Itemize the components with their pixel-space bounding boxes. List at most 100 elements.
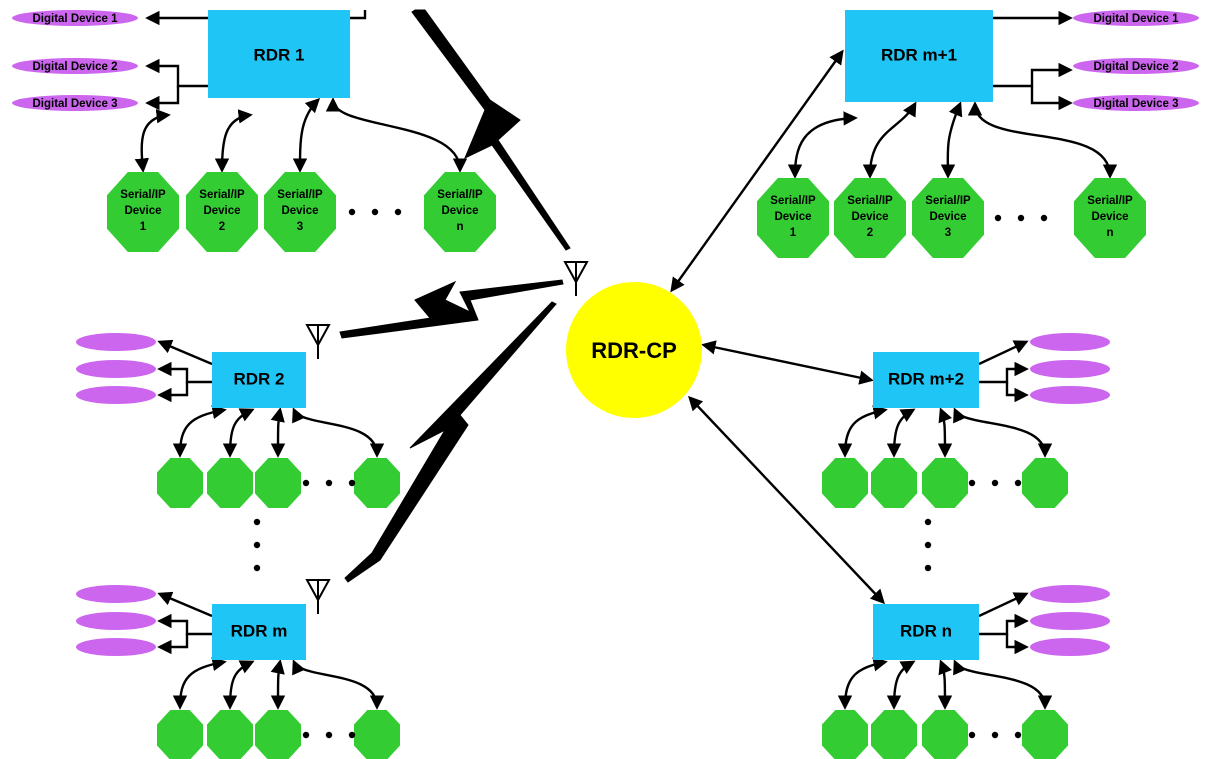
serial-device-label-line3: 3 [297, 221, 303, 233]
lightning-bolt-icon [344, 301, 557, 583]
serial-device-label-line3: 3 [945, 227, 951, 239]
digital-device [1030, 386, 1110, 404]
vertical-ellipsis [924, 518, 932, 572]
ellipsis-dot [1014, 479, 1022, 487]
ellipsis-dot [994, 214, 1002, 222]
ellipsis-dot [1017, 214, 1025, 222]
ellipsis-dots [348, 208, 402, 216]
rdr-2-box [212, 352, 306, 408]
ellipsis-dot [968, 479, 976, 487]
ellipsis-dots [968, 731, 1022, 739]
digital-link-3 [1005, 382, 1029, 403]
ellipsis-dot [325, 479, 333, 487]
digital-device [12, 58, 138, 74]
serial-ip-device [157, 710, 203, 759]
rdr-m-label: RDR m [231, 621, 288, 640]
ellipsis-dot [302, 731, 310, 739]
serial-link-2 [214, 109, 253, 173]
lightning-bolt-icon [414, 280, 472, 319]
serial-device-label-line1: Serial/IP [770, 195, 816, 207]
ellipsis-dot [348, 479, 356, 487]
serial-link-1 [837, 405, 888, 458]
wired-link-rdr-n [688, 395, 885, 605]
ellipsis-dot [968, 731, 976, 739]
digital-device [76, 612, 156, 630]
digital-link-2 [157, 361, 212, 384]
serial-device-label-line1: Serial/IP [277, 189, 323, 201]
serial-link-3 [270, 407, 286, 458]
serial-link-1 [172, 656, 227, 710]
ellipsis-dot [924, 541, 932, 549]
rdr-n-box [873, 604, 979, 660]
serial-link-n [953, 407, 1053, 458]
serial-device-label-line1: Serial/IP [925, 195, 971, 207]
serial-link-3 [937, 659, 953, 710]
serial-device-label-line3: 2 [219, 221, 225, 233]
serial-device-label-line2: Device [774, 211, 811, 223]
serial-link-2 [886, 408, 916, 458]
digital-device-label: Digital Device 3 [32, 98, 117, 110]
ellipsis-dots [968, 479, 1022, 487]
serial-ip-device [1074, 178, 1146, 258]
rdr-m-plus-2-label: RDR m+2 [888, 369, 964, 388]
serial-link-2 [886, 660, 916, 710]
serial-device-label-line3: n [1106, 227, 1113, 239]
antenna-icon [305, 324, 331, 359]
serial-link-2 [862, 101, 917, 179]
digital-device [76, 638, 156, 656]
digital-link-1 [157, 339, 213, 366]
digital-link-2 [145, 58, 208, 88]
digital-device-label: Digital Device 3 [1093, 98, 1178, 110]
serial-link-1 [172, 404, 227, 458]
digital-device [12, 10, 138, 26]
digital-device [1073, 10, 1199, 26]
digital-device [1030, 333, 1110, 351]
rdr-m-box [212, 604, 306, 660]
serial-ip-device [871, 710, 917, 759]
serial-ip-device [922, 458, 968, 508]
serial-link-1 [134, 109, 171, 173]
ellipsis-dot [348, 731, 356, 739]
rdr-1-label: RDR 1 [253, 45, 304, 64]
serial-device-label-line3: n [456, 221, 463, 233]
antenna-icon [305, 579, 331, 614]
serial-device-label-line1: Serial/IP [847, 195, 893, 207]
serial-device-label-line2: Device [124, 205, 161, 217]
rdr-n-label: RDR n [900, 621, 952, 640]
serial-link-3 [270, 659, 286, 710]
rdr-m-plus-1-label: RDR m+1 [881, 45, 957, 64]
ellipsis-dot [325, 731, 333, 739]
serial-ip-device [822, 710, 868, 759]
serial-link-2 [222, 660, 255, 710]
rdr-m-plus-2-box [873, 352, 979, 408]
digital-device [1073, 95, 1199, 111]
ellipsis-dot [348, 208, 356, 216]
serial-ip-device [354, 710, 400, 759]
digital-device [1030, 585, 1110, 603]
serial-ip-device [255, 458, 301, 508]
antenna-icon [563, 261, 589, 296]
serial-device-label-line2: Device [929, 211, 966, 223]
serial-link-n [325, 97, 468, 173]
serial-ip-device [834, 178, 906, 258]
serial-ip-device [757, 178, 829, 258]
serial-ip-device [264, 172, 336, 252]
digital-device [76, 585, 156, 603]
serial-ip-device [922, 710, 968, 759]
digital-device-label: Digital Device 2 [32, 61, 117, 73]
serial-link-n [292, 659, 385, 710]
ellipsis-dot [371, 208, 379, 216]
serial-link-n [292, 407, 385, 458]
ellipsis-dot [253, 518, 261, 526]
digital-device-label: Digital Device 1 [32, 13, 118, 25]
serial-device-label-line1: Serial/IP [1087, 195, 1133, 207]
digital-link-3 [1030, 86, 1073, 111]
serial-link-2 [222, 408, 255, 458]
serial-ip-device [822, 458, 868, 508]
serial-ip-device [871, 458, 917, 508]
serial-ip-device [354, 458, 400, 508]
digital-link-2 [157, 613, 212, 636]
digital-link-1 [978, 592, 1029, 618]
antenna-icon [563, 261, 589, 296]
serial-ip-device [912, 178, 984, 258]
